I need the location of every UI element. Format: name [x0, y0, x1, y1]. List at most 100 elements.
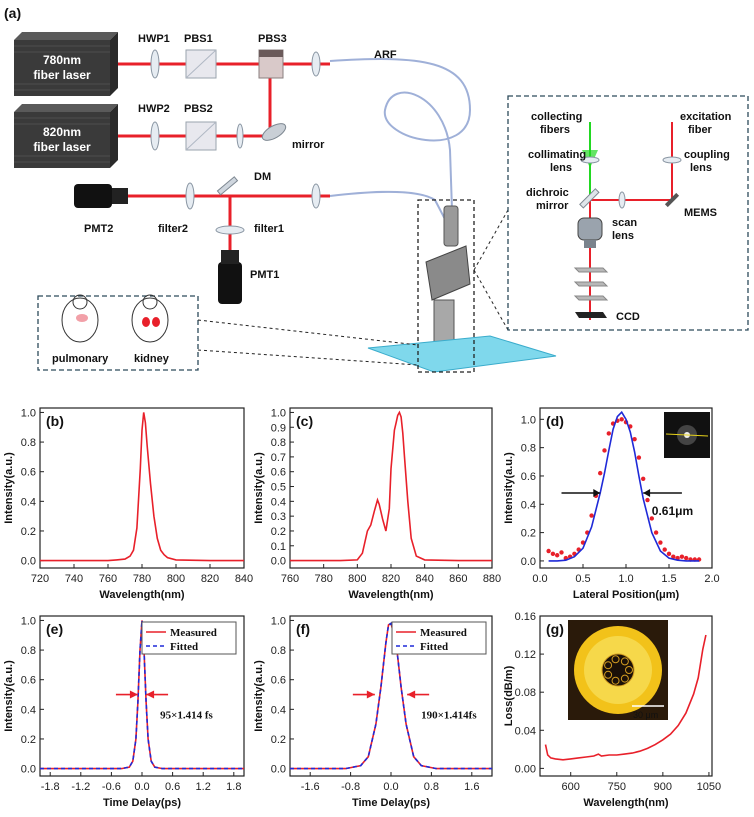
x-tick-label: -1.6 [301, 781, 320, 793]
data-point [658, 540, 663, 545]
x-axis-label: Wavelength(nm) [348, 589, 433, 601]
mirror-icon [261, 123, 287, 141]
panel-label-c: (c) [296, 413, 313, 429]
label-pbs2: PBS2 [184, 103, 213, 115]
label-mems: MEMS [684, 207, 717, 219]
legend-box [141, 621, 237, 655]
x-tick-label: -0.8 [341, 781, 360, 793]
fwhm-annotation: 0.61μm [652, 504, 693, 518]
arrowhead [407, 690, 416, 699]
x-tick-label: 820 [201, 573, 219, 585]
x-tick-label: 0.0 [532, 573, 547, 585]
x-tick-label: 0.6 [165, 781, 180, 793]
y-tick-label: 0.6 [21, 467, 36, 479]
data-point [653, 530, 659, 535]
series-line [290, 410, 492, 562]
y-tick-label: 1.0 [21, 615, 36, 627]
label-ccd: CCD [616, 311, 640, 323]
arf-fiber [329, 57, 472, 211]
x-axis-label: Time Delay(ps) [103, 797, 181, 809]
y-tick-label: 0.2 [271, 734, 286, 746]
y-tick-label: 1.0 [271, 615, 286, 627]
data-point [555, 553, 560, 558]
y-tick-label: 0.6 [21, 675, 36, 687]
x-tick-label: 880 [483, 573, 501, 585]
y-tick-label: 0.7 [271, 452, 286, 464]
y-axis-label: Intensity(a.u.) [3, 660, 15, 732]
data-point [645, 497, 650, 503]
x-tick-label: 900 [654, 781, 672, 793]
legend-entry: Fitted [420, 641, 448, 653]
panel-label-f: (f) [296, 621, 310, 637]
label-hwp1: HWP1 [138, 33, 170, 45]
label-filter1: filter1 [254, 223, 284, 235]
x-tick-label: 2.0 [704, 573, 719, 585]
x-tick-label: 760 [281, 573, 299, 585]
data-point [671, 554, 676, 559]
x-axis-label: Wavelength(nm) [583, 797, 668, 809]
y-tick-label: 0.4 [21, 704, 36, 716]
data-point [559, 550, 564, 555]
label-hwp2: HWP2 [138, 103, 170, 115]
y-tick-label: 0.16 [515, 611, 536, 623]
x-tick-label: 760 [99, 573, 117, 585]
x-tick-label: 0.0 [134, 781, 149, 793]
label-pmt2: PMT2 [84, 223, 113, 235]
panel-label-d: (d) [546, 413, 564, 429]
x-tick-label: 820 [382, 573, 400, 585]
y-tick-label: 0.0 [521, 556, 536, 568]
legend-box [391, 621, 487, 655]
arrowhead [146, 690, 155, 699]
data-point [598, 470, 603, 476]
data-point [641, 476, 646, 481]
data-point [619, 417, 624, 422]
series-line [544, 634, 707, 761]
x-tick-label: 600 [562, 781, 580, 793]
data-point [662, 547, 667, 552]
x-axis-label: Time Delay(ps) [352, 797, 430, 809]
pmt2-icon [74, 184, 112, 208]
y-axis-label: Intensity(a.u.) [3, 452, 15, 524]
label-pulmonary: pulmonary [52, 353, 109, 365]
series-line-fitted [40, 620, 244, 770]
y-tick-label: 0.2 [521, 528, 536, 540]
data-point [550, 551, 556, 557]
scale-bar-label: 30 μm [633, 710, 658, 720]
y-axis-label: Intensity(a.u.) [503, 452, 515, 524]
y-tick-label: 0.2 [271, 526, 286, 538]
arrowhead [593, 488, 601, 497]
coupling-lens-icon [311, 51, 321, 77]
x-tick-label: 1.8 [226, 781, 241, 793]
laser-beams [118, 62, 330, 262]
data-point [602, 448, 607, 453]
data-point [606, 431, 611, 436]
label-dm: DM [254, 171, 271, 183]
chart-c-frame [289, 407, 493, 569]
y-tick-label: 0.2 [21, 734, 36, 746]
x-tick-label: -1.2 [71, 781, 90, 793]
label-kidney: kidney [134, 353, 170, 365]
x-tick-label: 1.2 [196, 781, 211, 793]
panel-label-g: (g) [546, 621, 564, 637]
dm-icon [216, 176, 239, 196]
panel-label-e: (e) [46, 621, 63, 637]
hwp1-icon [150, 49, 160, 79]
x-axis-label: Lateral Position(μm) [573, 589, 680, 601]
label-mirror: mirror [292, 139, 325, 151]
y-tick-label: 0.6 [271, 675, 286, 687]
legend-entry: Fitted [170, 641, 198, 653]
panel-label-b: (b) [46, 413, 64, 429]
